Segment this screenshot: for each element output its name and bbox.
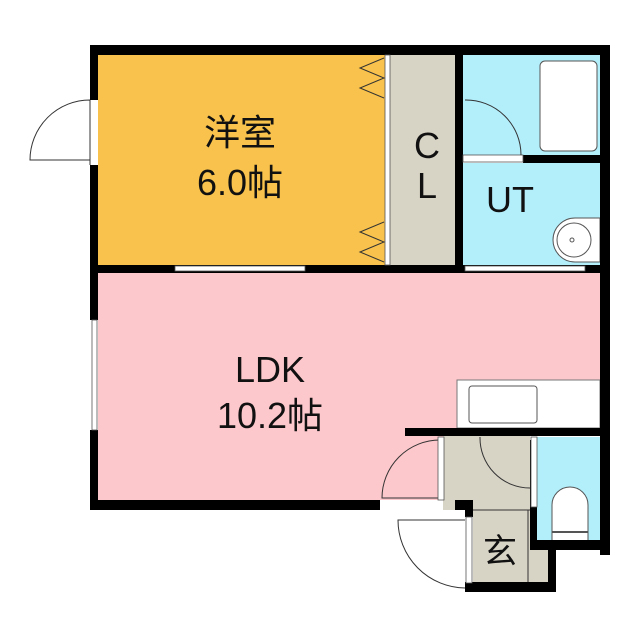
- sink: [468, 385, 538, 424]
- ldk-room: [98, 273, 600, 500]
- closet-door-icon: [358, 57, 386, 263]
- balcony-door-icon: [29, 99, 91, 165]
- closet-label-c: C: [414, 125, 440, 166]
- toilet: [551, 486, 589, 548]
- western-room-size: 6.0帖: [197, 162, 283, 203]
- bath-door-icon: [464, 99, 522, 156]
- western-room-name: 洋室: [204, 112, 276, 153]
- hallway: [443, 435, 530, 510]
- ldk-size: 10.2帖: [217, 395, 323, 436]
- toilet-door-icon: [479, 436, 531, 489]
- entry-door-icon: [397, 519, 466, 589]
- closet-label-l: L: [417, 165, 437, 206]
- utility-label: UT: [486, 179, 534, 220]
- ldk-door-icon: [381, 439, 441, 499]
- western-room: [98, 55, 385, 265]
- bathtub: [539, 60, 598, 152]
- doors[interactable]: [29, 99, 531, 589]
- washbasin: [552, 217, 601, 263]
- ldk-name: LDK: [235, 349, 305, 390]
- closet: [390, 55, 455, 265]
- entrance-label: 玄: [483, 533, 517, 571]
